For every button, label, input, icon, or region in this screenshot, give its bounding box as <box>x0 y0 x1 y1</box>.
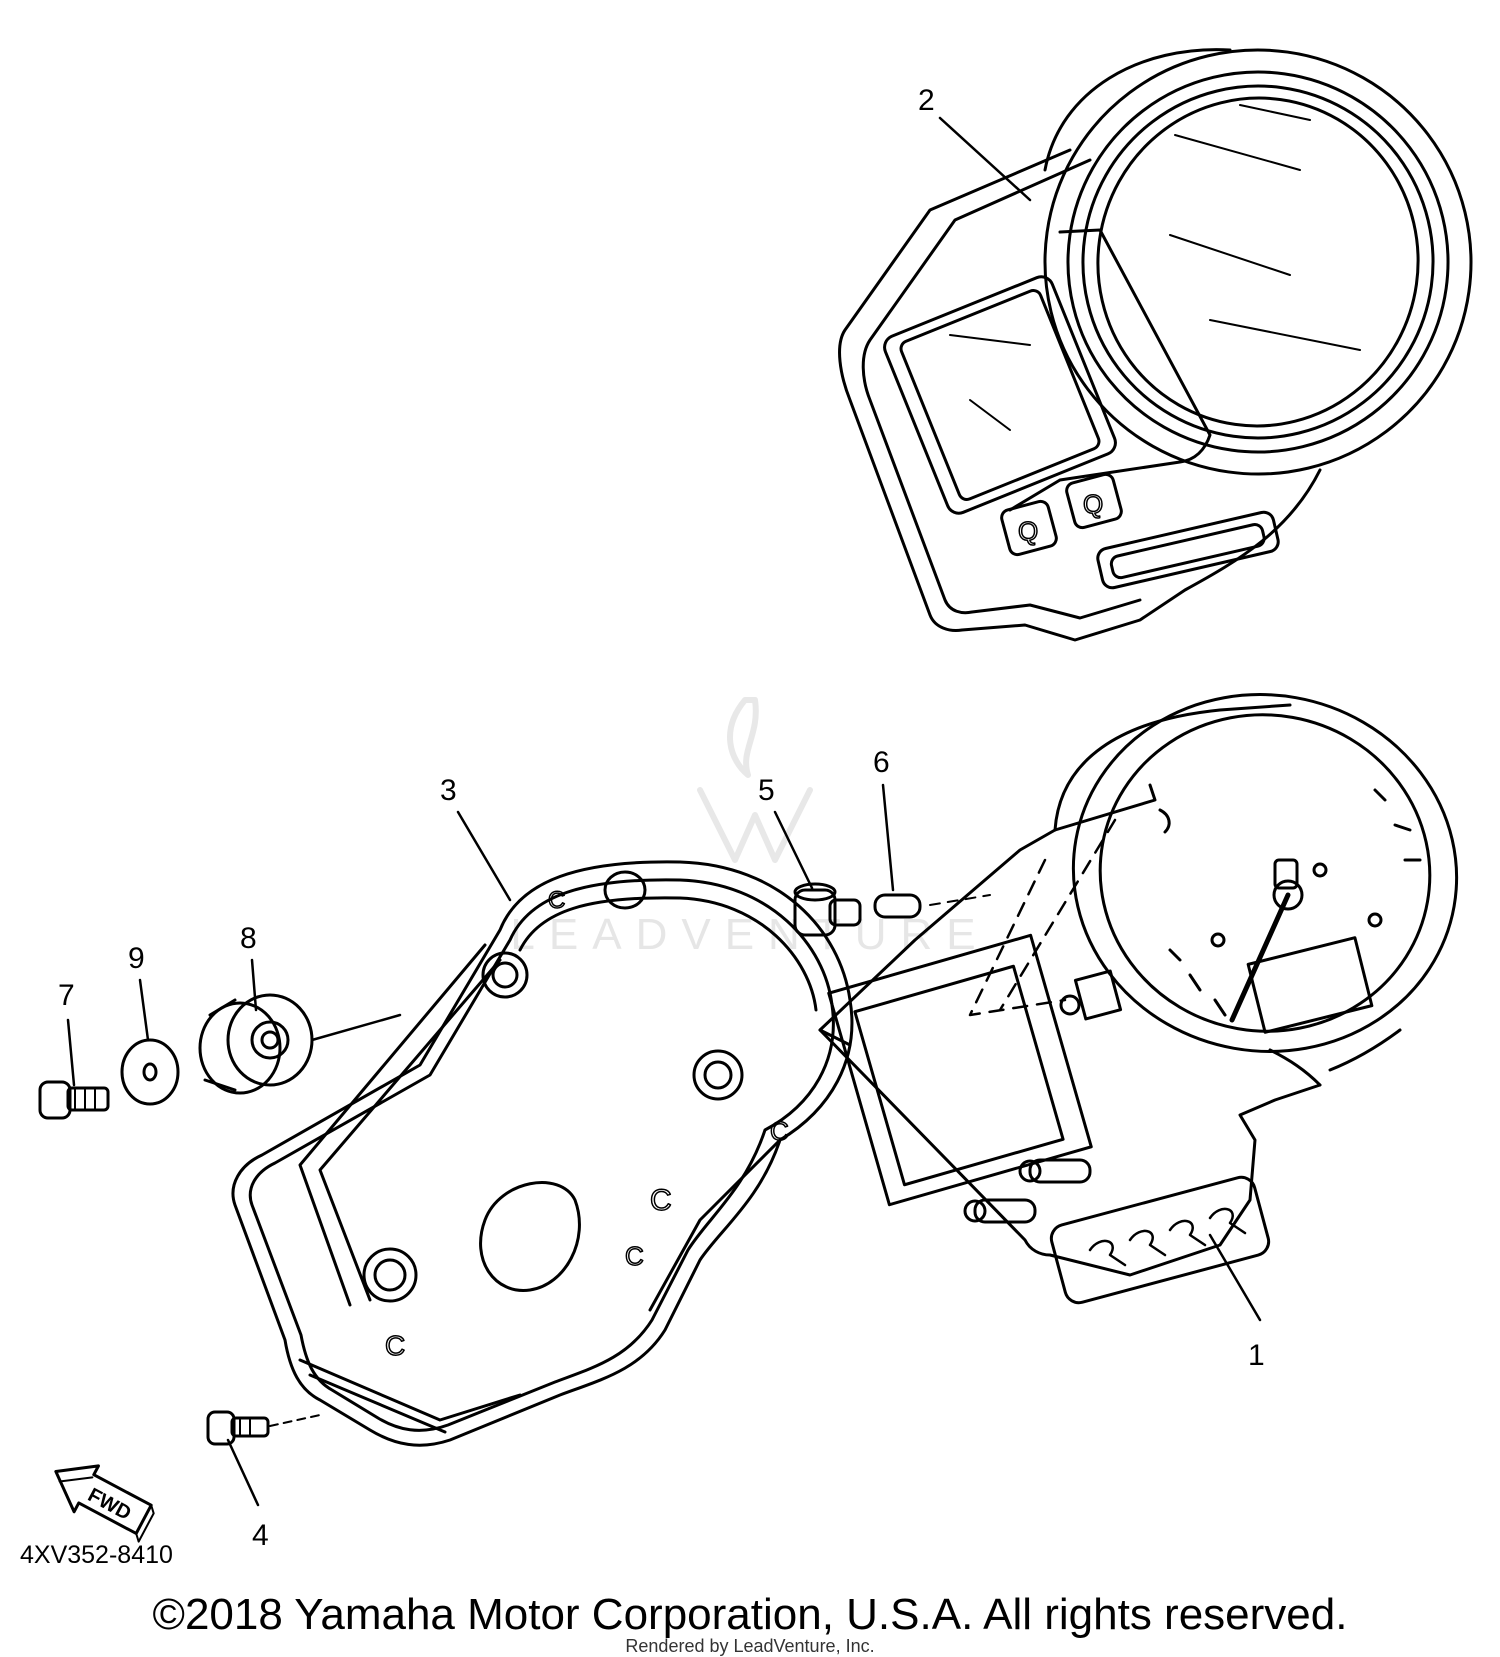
callout-5: 5 <box>758 774 775 807</box>
connector-terminals-icon <box>1088 1207 1247 1267</box>
svg-text:Q: Q <box>1083 489 1103 519</box>
callout-8: 8 <box>240 922 257 955</box>
svg-text:C: C <box>625 1241 644 1271</box>
diagram-code: 4XV352-8410 <box>20 1541 173 1569</box>
svg-text:C: C <box>770 1116 789 1146</box>
bulb-socket-part-5 <box>793 882 862 937</box>
callout-6: 6 <box>873 746 890 779</box>
screw-part-4 <box>206 1410 321 1446</box>
callout-7: 7 <box>58 979 75 1012</box>
screw-part-7 <box>38 1080 110 1120</box>
bulb-part-6 <box>873 893 991 919</box>
svg-text:C: C <box>385 1330 405 1361</box>
grommet-part-8 <box>198 993 402 1095</box>
callout-leaders <box>66 116 1262 1507</box>
svg-text:C: C <box>548 887 565 914</box>
callout-2: 2 <box>918 84 935 117</box>
svg-text:Q: Q <box>1018 516 1038 546</box>
washer-part-9 <box>120 1038 180 1106</box>
watermark-logo-icon <box>697 697 813 863</box>
svg-text:C: C <box>650 1184 672 1217</box>
callout-4: 4 <box>252 1519 269 1552</box>
callout-numbers: 1 2 3 4 5 6 7 9 8 <box>58 84 1265 1552</box>
copyright-notice: ©2018 Yamaha Motor Corporation, U.S.A. A… <box>152 1590 1348 1639</box>
callout-9: 9 <box>128 942 145 975</box>
callout-3: 3 <box>440 774 457 807</box>
callout-1: 1 <box>1248 1339 1265 1372</box>
bulb-sockets-icon <box>963 1158 1092 1224</box>
rendered-by-credit: Rendered by LeadVenture, Inc. <box>625 1636 875 1656</box>
fwd-arrow-icon: FWD <box>54 1464 155 1543</box>
meter-assembly-part-1 <box>818 693 1459 1305</box>
meter-cover-part-2: Q Q <box>838 48 1473 642</box>
meter-case-part-3: C C C C C <box>231 860 854 1447</box>
